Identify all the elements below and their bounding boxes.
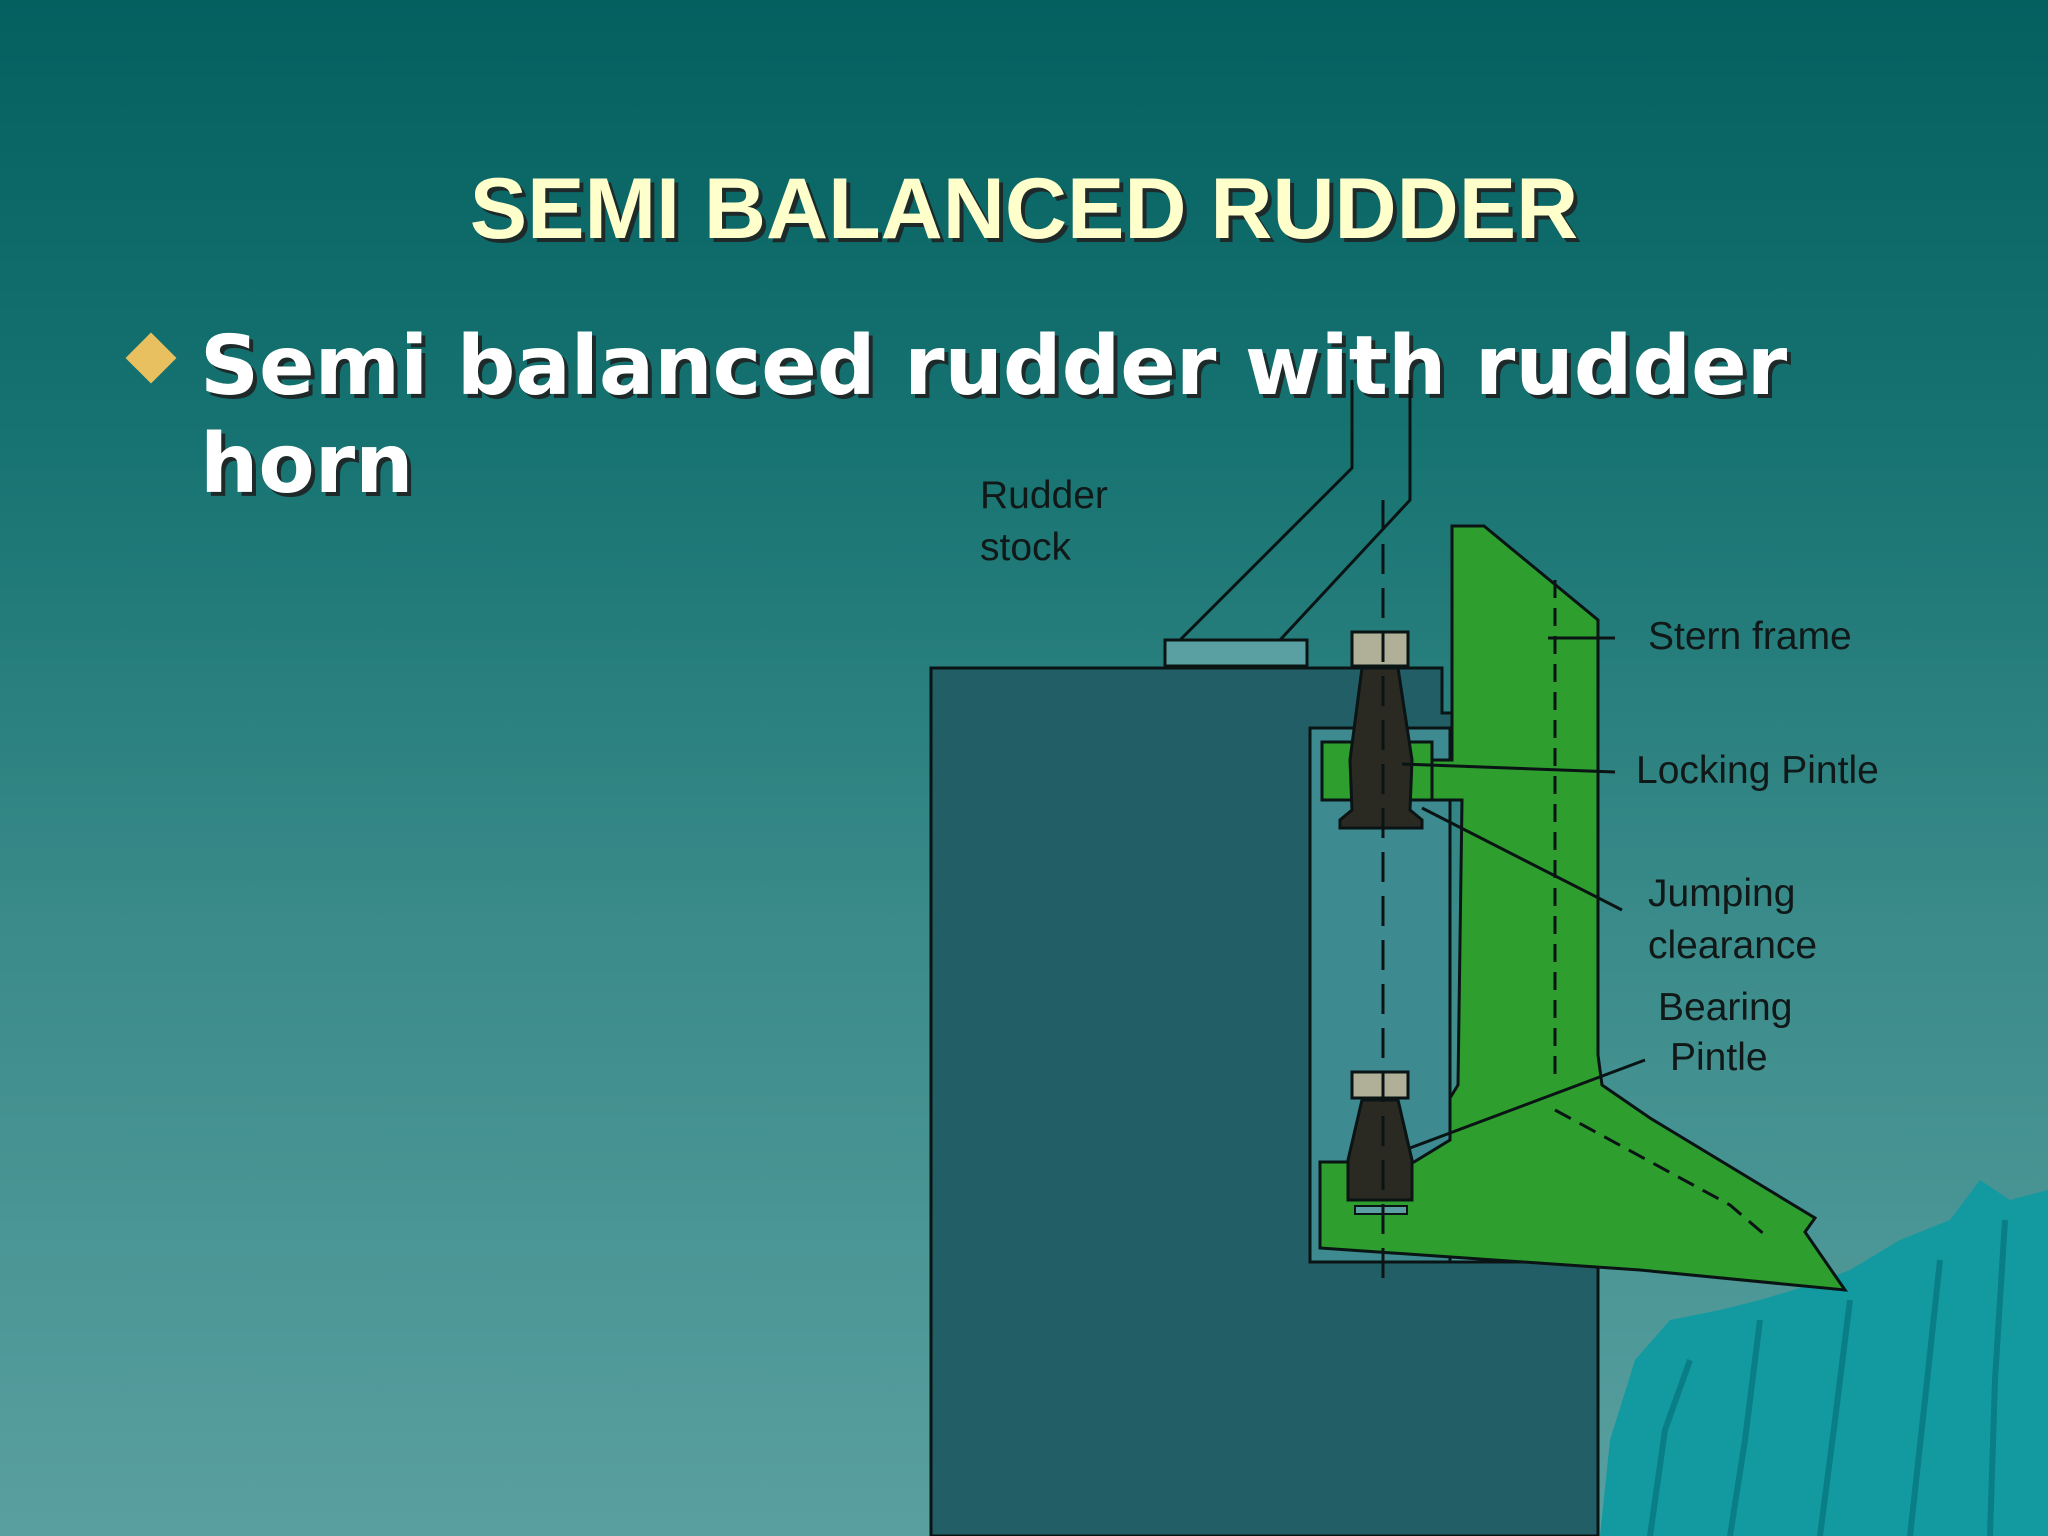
slide-title: SEMI BALANCED RUDDER — [469, 161, 1579, 257]
label-locking-pintle: Locking Pintle — [1636, 749, 1879, 792]
leader-lines — [1401, 636, 1646, 1150]
rock-formation — [1600, 1180, 2048, 1536]
bearing-pintle — [1346, 1070, 1414, 1215]
locking-pintle — [1338, 630, 1424, 830]
label-rudder-stock-line2: stock — [980, 526, 1072, 569]
label-jumping-clearance-line1: Jumping — [1648, 872, 1796, 915]
label-jumping-clearance-line2: clearance — [1648, 924, 1818, 967]
label-bearing-pintle-line2: Pintle — [1670, 1036, 1768, 1079]
label-rudder-stock-line1: Rudder — [980, 474, 1108, 517]
bullet-text: Semi balanced rudder with rudder horn — [200, 319, 1788, 512]
label-bearing-pintle-line1: Bearing — [1658, 986, 1793, 1029]
rudder-stock — [1178, 380, 1412, 642]
stern-frame-dashed — [1553, 580, 1766, 1237]
label-stern-frame: Stern frame — [1648, 615, 1852, 658]
